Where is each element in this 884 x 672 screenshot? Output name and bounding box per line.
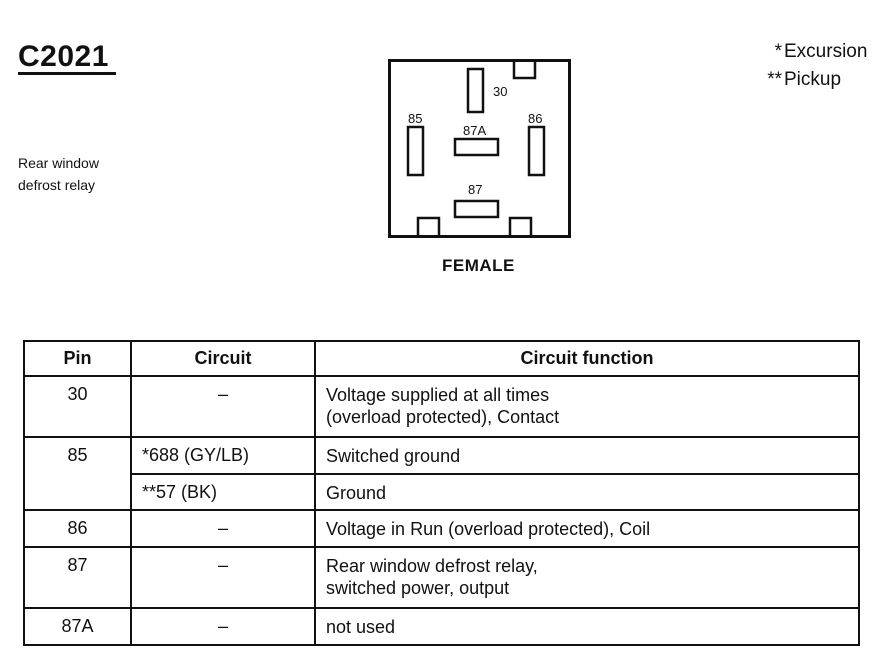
table-row: 87A – not used [23,607,860,646]
function-line: (overload protected), Contact [326,407,560,427]
keyway-top [512,60,537,80]
cell-function: Rear window defrost relay, switched powe… [314,546,860,609]
legend-mark: ** [767,69,782,90]
cell-pin: 30 [23,375,132,438]
description-line-2: defrost relay [18,177,96,193]
function-line: Voltage supplied at all times [326,385,550,405]
table-row: 87 – Rear window defrost relay, switched… [23,546,860,609]
legend: * Excursion ** Pickup [756,38,867,94]
header-circuit-function: Circuit function [314,340,860,377]
table-row: **57 (BK) Ground [24,473,860,511]
cell-function: Ground [314,473,860,511]
connector-gender-label: FEMALE [442,256,515,275]
cell-function: Switched ground [314,436,860,475]
cell-circuit: – [130,607,316,646]
cell-circuit: *688 (GY/LB) [130,436,316,475]
connector-face-diagram: 30 85 87A 86 87 [388,59,571,238]
cell-pin: 86 [23,509,132,548]
function-line: Rear window defrost relay, [326,556,538,576]
keyway-bottom-left [416,216,441,237]
cell-function: not used [314,607,860,646]
cell-circuit: **57 (BK) [130,473,316,511]
table-row: 86 – Voltage in Run (overload protected)… [23,509,860,548]
function-line: not used [326,617,396,637]
terminal-85 [406,125,425,177]
table-row: 85 *688 (GY/LB) Switched ground [23,436,860,511]
terminal-30 [466,67,485,114]
cell-circuit: – [130,546,316,609]
keyway-bottom-right [508,216,533,237]
title-underline [18,72,116,75]
cell-circuit: – [130,509,316,548]
header-circuit: Circuit [130,340,316,377]
connector-face-svg: 30 85 87A 86 87 [388,59,571,238]
legend-label: Excursion [784,41,868,62]
table-row: 30 – Voltage supplied at all times (over… [23,375,860,438]
legend-mark: * [774,41,782,62]
pin-label-30: 30 [493,84,507,99]
function-line: Voltage in Run (overload protected), Coi… [326,519,651,539]
cell-function: Voltage supplied at all times (overload … [314,375,860,438]
table-header-row: Pin Circuit Circuit function [23,340,860,377]
terminal-87a [453,137,500,157]
connector-description: Rear window defrost relay [18,152,99,196]
function-line: switched power, output [326,578,510,598]
cell-pin: 85 [23,436,132,511]
cell-pin: 87A [23,607,132,646]
function-line: Switched ground [326,446,461,466]
pin-label-85: 85 [408,111,422,126]
pin-label-86: 86 [528,111,542,126]
legend-item-excursion: * Excursion [756,38,868,66]
pin-label-87a: 87A [463,123,486,138]
header-pin: Pin [23,340,132,377]
cell-circuit: – [130,375,316,438]
pin-label-87: 87 [468,182,482,197]
function-line: Ground [326,483,387,503]
description-line-1: Rear window [18,155,99,171]
connector-housing [388,59,571,238]
legend-label: Pickup [784,69,842,90]
pinout-table: Pin Circuit Circuit function 30 – Voltag… [23,340,860,646]
cell-function: Voltage in Run (overload protected), Coi… [314,509,860,548]
terminal-87 [453,199,500,219]
connector-title: C2021 [18,40,109,73]
legend-item-pickup: ** Pickup [756,66,867,94]
cell-pin: 87 [23,546,132,609]
terminal-86 [527,125,546,177]
